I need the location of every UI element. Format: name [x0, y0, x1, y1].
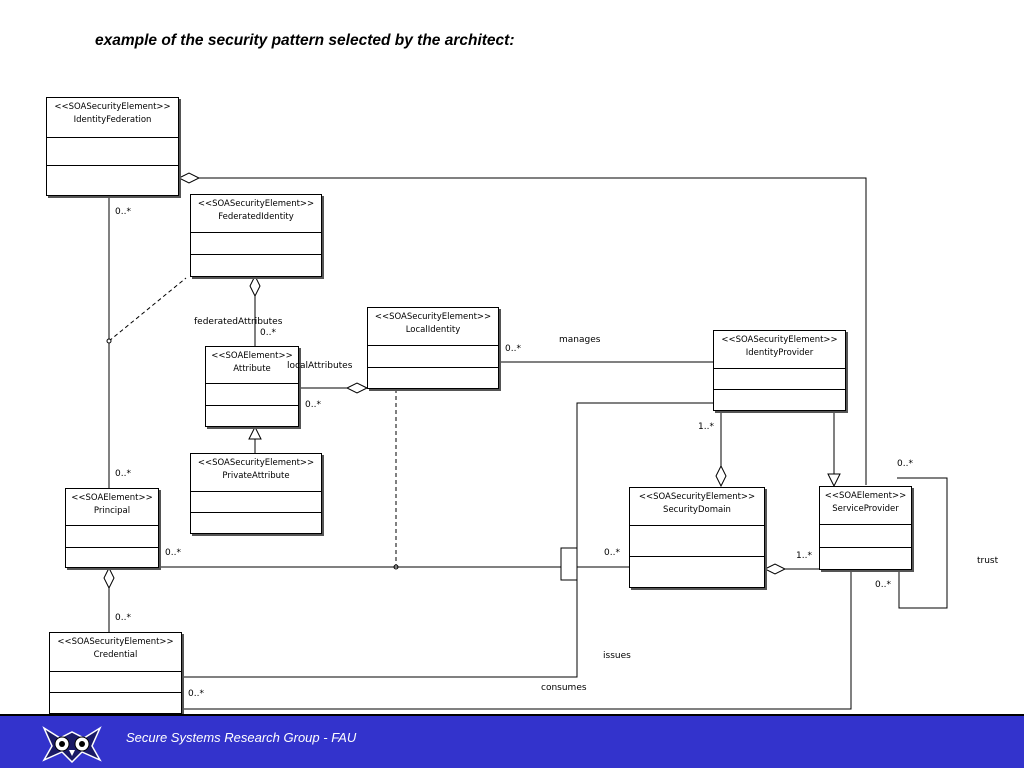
- class-service-provider[interactable]: <<SOAElement>> ServiceProvider: [819, 486, 912, 570]
- class-name: FederatedIdentity: [218, 212, 294, 222]
- multiplicity-label: 0..*: [260, 328, 276, 338]
- class-federated-identity[interactable]: <<SOASecurityElement>> FederatedIdentity: [190, 194, 322, 277]
- class-name: Credential: [93, 650, 138, 660]
- class-name: ServiceProvider: [832, 504, 899, 514]
- multiplicity-label: 0..*: [305, 400, 321, 410]
- multiplicity-label: 0..*: [505, 344, 521, 354]
- stereotype-label: <<SOASecurityElement>>: [721, 335, 838, 345]
- class-private-attribute[interactable]: <<SOASecurityElement>> PrivateAttribute: [190, 453, 322, 534]
- multiplicity-label: 0..*: [165, 548, 181, 558]
- class-identity-federation[interactable]: <<SOASecurityElement>> IdentityFederatio…: [46, 97, 179, 196]
- footer-text: Secure Systems Research Group - FAU: [126, 730, 357, 745]
- multiplicity-label: 0..*: [115, 469, 131, 479]
- multiplicity-label: 0..*: [875, 580, 891, 590]
- class-name: Attribute: [233, 364, 271, 374]
- class-name: SecurityDomain: [663, 505, 731, 515]
- class-principal[interactable]: <<SOAElement>> Principal: [65, 488, 159, 568]
- stereotype-label: <<SOASecurityElement>>: [57, 637, 174, 647]
- class-name: Principal: [93, 506, 131, 516]
- stereotype-label: <<SOAElement>>: [211, 351, 293, 361]
- slide-title: example of the security pattern selected…: [95, 32, 515, 49]
- label-issues: issues: [603, 651, 631, 661]
- class-name: LocalIdentity: [405, 325, 461, 335]
- label-local-attributes: localAttributes: [287, 361, 353, 371]
- label-federated-attributes: federatedAttributes: [194, 317, 283, 327]
- class-identity-provider[interactable]: <<SOASecurityElement>> IdentityProvider: [713, 330, 846, 411]
- multiplicity-label: 1..*: [796, 551, 812, 561]
- stereotype-label: <<SOAElement>>: [824, 491, 907, 501]
- class-name: IdentityFederation: [73, 115, 152, 125]
- stereotype-label: <<SOASecurityElement>>: [638, 492, 756, 502]
- multiplicity-label: 0..*: [897, 459, 913, 469]
- class-credential[interactable]: <<SOASecurityElement>> Credential: [49, 632, 182, 714]
- stereotype-label: <<SOASecurityElement>>: [197, 199, 315, 209]
- class-security-domain[interactable]: <<SOASecurityElement>> SecurityDomain: [629, 487, 765, 588]
- class-attribute[interactable]: <<SOAElement>> Attribute: [205, 346, 299, 427]
- stereotype-label: <<SOASecurityElement>>: [54, 102, 171, 112]
- stereotype-label: <<SOASecurityElement>>: [197, 458, 315, 468]
- label-manages: manages: [559, 335, 601, 345]
- class-local-identity[interactable]: <<SOASecurityElement>> LocalIdentity: [367, 307, 499, 389]
- multiplicity-label: 0..*: [115, 207, 131, 217]
- footer-bar: Secure Systems Research Group - FAU: [0, 714, 1024, 768]
- stereotype-label: <<SOAElement>>: [71, 493, 153, 503]
- owl-logo-icon: [40, 722, 104, 766]
- class-name: IdentityProvider: [745, 348, 814, 358]
- multiplicity-label: 0..*: [604, 548, 620, 558]
- multiplicity-label: 0..*: [188, 689, 204, 699]
- label-consumes: consumes: [541, 683, 587, 693]
- stereotype-label: <<SOASecurityElement>>: [374, 312, 492, 322]
- multiplicity-label: 0..*: [115, 613, 131, 623]
- connector-lines: [103, 172, 948, 710]
- label-trust: trust: [977, 556, 999, 566]
- class-name: PrivateAttribute: [222, 471, 290, 481]
- multiplicity-label: 1..*: [698, 422, 714, 432]
